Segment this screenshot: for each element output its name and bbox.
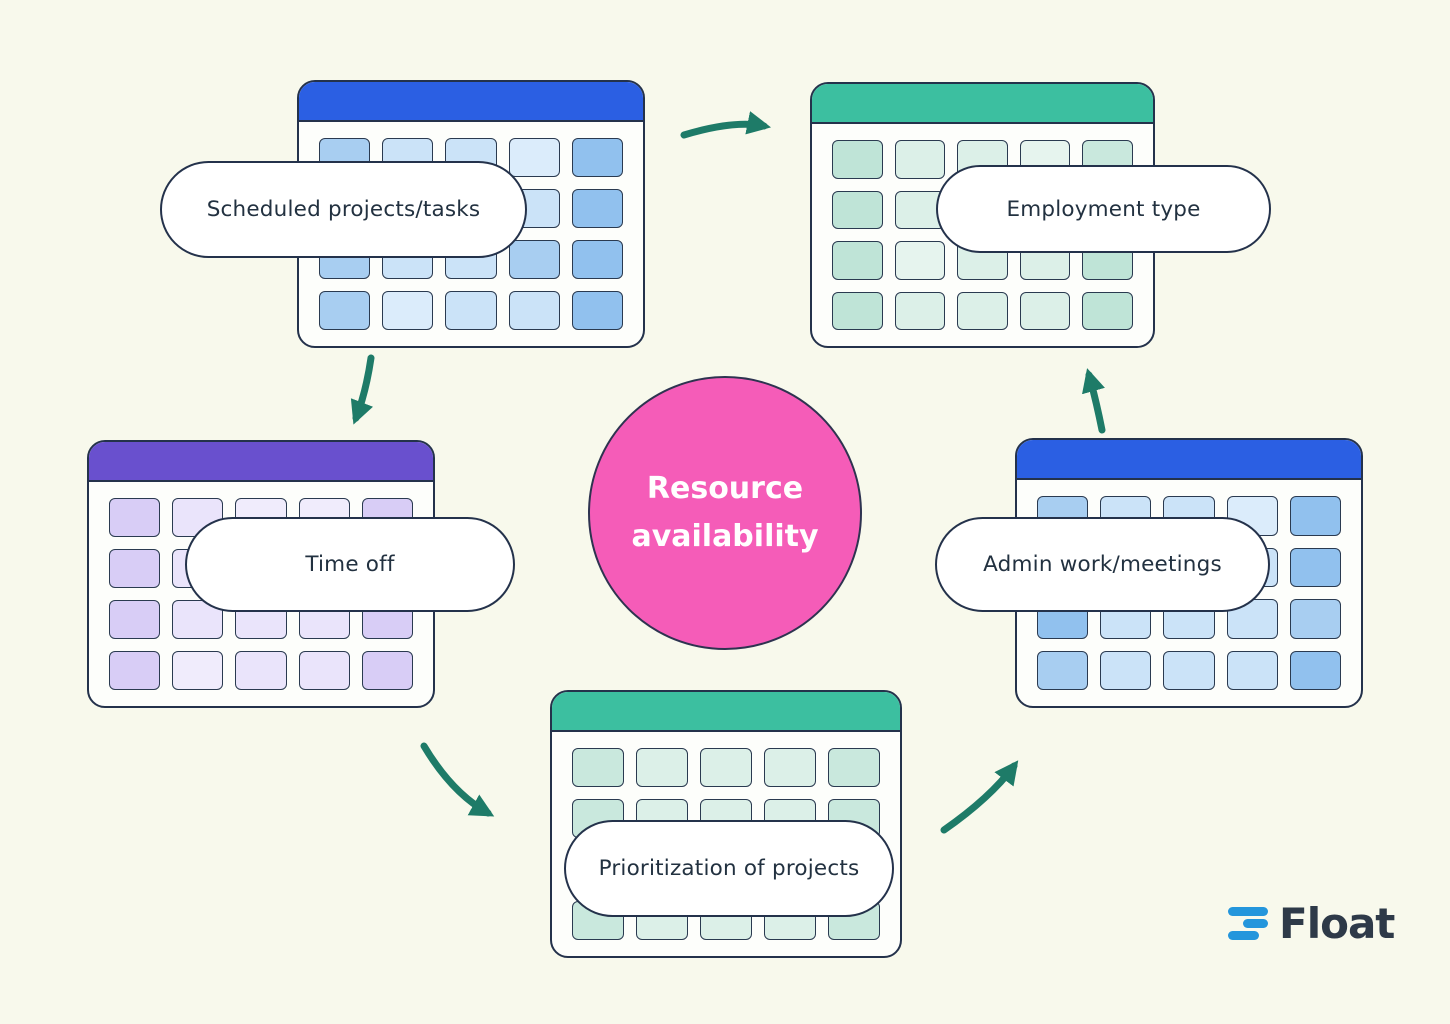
arrow-scheduled-to-employment-icon <box>680 111 772 139</box>
calendar-cell <box>571 240 623 279</box>
calendar-cell <box>1082 291 1133 330</box>
calendar-header-bar <box>552 692 900 732</box>
calendar-cell <box>109 651 161 690</box>
calendar-header-bar <box>1017 440 1361 480</box>
calendar-cell <box>508 240 560 279</box>
arrow-scheduled-to-timeoff-icon <box>350 354 375 425</box>
calendar-cell <box>1226 650 1278 690</box>
label-text: Prioritization of projects <box>598 856 860 881</box>
label-text: Scheduled projects/tasks <box>206 197 481 222</box>
calendar-cell <box>894 241 946 280</box>
calendar-cell <box>1100 650 1152 690</box>
calendar-cell <box>235 651 287 690</box>
calendar-cell <box>1163 650 1215 690</box>
calendar-cell <box>571 138 623 177</box>
calendar-header-bar <box>812 84 1153 124</box>
center-circle-resource-availability: Resource availability <box>588 376 862 650</box>
calendar-cell <box>828 748 880 787</box>
calendar-cell <box>319 291 371 330</box>
calendar-cell <box>571 189 623 228</box>
calendar-cell <box>298 651 350 690</box>
calendar-cell <box>1289 496 1341 536</box>
calendar-cell <box>382 291 434 330</box>
float-logo: Float <box>1228 899 1395 948</box>
calendar-cell <box>832 241 883 280</box>
float-logo-icon <box>1228 904 1270 944</box>
calendar-cell <box>1289 650 1341 690</box>
calendar-header-bar <box>299 82 643 122</box>
label-text: Time off <box>305 552 395 577</box>
calendar-cell <box>572 748 624 787</box>
calendar-cell <box>172 651 224 690</box>
calendar-cell <box>894 291 946 330</box>
calendar-cell <box>1019 291 1071 330</box>
calendar-cell <box>957 291 1008 330</box>
label-text: Admin work/meetings <box>983 552 1222 577</box>
label-scheduled-projects: Scheduled projects/tasks <box>160 161 527 258</box>
calendar-cell <box>508 291 560 330</box>
arrow-admin-to-employment-icon <box>1082 368 1106 434</box>
label-time-off: Time off <box>185 517 515 612</box>
calendar-cell <box>109 498 161 537</box>
calendar-cell <box>508 138 560 177</box>
calendar-cell <box>832 291 883 330</box>
calendar-cell <box>1289 547 1341 587</box>
float-logo-wordmark: Float <box>1279 899 1395 948</box>
arrow-timeoff-to-prioritization-icon <box>420 742 495 817</box>
calendar-cell <box>1226 599 1278 639</box>
label-employment-type: Employment type <box>936 165 1271 253</box>
arrow-prioritization-to-admin-icon <box>940 760 1019 834</box>
calendar-cell <box>894 140 946 179</box>
calendar-cell <box>832 190 883 229</box>
calendar-cell <box>1037 650 1089 690</box>
calendar-cell <box>832 140 883 179</box>
label-text: Employment type <box>1006 196 1201 222</box>
calendar-cell <box>1289 599 1341 639</box>
label-prioritization: Prioritization of projects <box>564 820 894 917</box>
calendar-header-bar <box>89 442 433 482</box>
calendar-cell <box>571 291 623 330</box>
calendar-cell <box>109 600 161 639</box>
calendar-cell <box>764 748 816 787</box>
calendar-cell <box>445 291 497 330</box>
calendar-cell <box>700 748 752 787</box>
label-admin-work: Admin work/meetings <box>935 517 1270 612</box>
center-circle-text-line1: Resource <box>646 471 804 506</box>
center-circle-text-line2: availability <box>631 519 819 554</box>
calendar-cell <box>109 549 161 588</box>
calendar-cell <box>636 748 688 787</box>
calendar-cell <box>361 651 413 690</box>
